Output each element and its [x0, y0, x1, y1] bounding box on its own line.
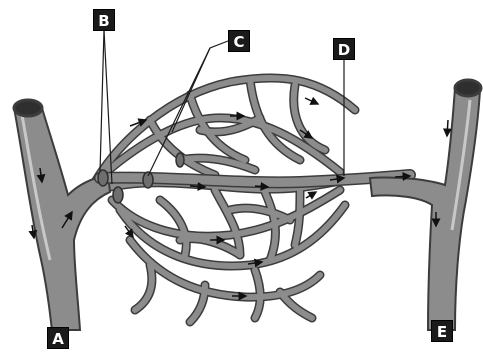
venule-lumen — [455, 80, 481, 96]
label-b: B — [93, 9, 115, 31]
venule-vessel — [370, 80, 481, 330]
leader-b — [100, 30, 104, 172]
label-d: D — [333, 38, 355, 60]
label-a: A — [47, 327, 69, 349]
label-e: E — [431, 320, 453, 342]
arteriole-lumen — [14, 100, 42, 116]
arteriole-vessel — [14, 100, 110, 330]
label-c: C — [228, 30, 250, 52]
capillary-network-outline — [95, 78, 355, 322]
